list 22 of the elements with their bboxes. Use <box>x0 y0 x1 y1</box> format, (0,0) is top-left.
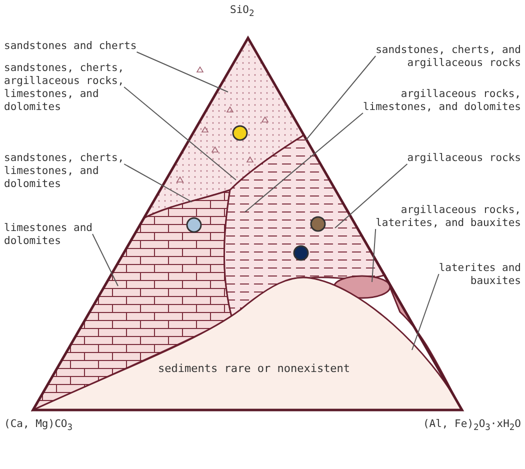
leader-line <box>136 52 228 92</box>
callout-label: sandstones and cherts <box>4 40 137 53</box>
vertex-label: (Ca, Mg)CO$_{3}$ <box>4 418 72 436</box>
callout-label: limestones and dolomites <box>4 222 124 248</box>
leader-line <box>334 164 408 228</box>
leader-line <box>124 164 192 202</box>
leader-line <box>306 56 376 140</box>
callout-label: sandstones, cherts, argillaceous rocks, limestones, and dolomites <box>4 62 154 114</box>
leader-line <box>412 274 440 350</box>
callout-label: argillaceous rocks, laterites, and bauxites <box>362 204 521 230</box>
vertex-label: SiO$_{2}$ <box>230 4 254 22</box>
leader-line <box>92 234 118 286</box>
callout-label: argillaceous rocks <box>407 152 521 165</box>
vertex-label: (Al, Fe)$_{2}$O$_{3}$·xH$_{2}$O <box>422 418 521 436</box>
callout-label: sandstones, cherts, and argillaceous rocks <box>330 44 521 70</box>
leader-line <box>124 86 236 180</box>
region-label: sediments rare or nonexistent <box>158 362 350 375</box>
leader-line <box>244 112 364 212</box>
callout-label: laterites and bauxites <box>402 262 521 288</box>
callout-label: sandstones, cherts, limestones, and dolomites <box>4 152 144 191</box>
callout-label: argillaceous rocks, limestones, and dolomites <box>362 88 521 114</box>
leader-line <box>372 228 376 282</box>
